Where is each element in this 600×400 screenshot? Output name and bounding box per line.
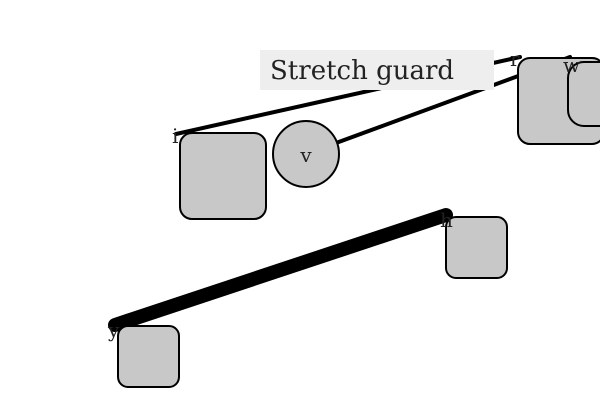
node-r-label: r [510, 47, 520, 71]
diagram-title: Stretch guard [270, 56, 454, 86]
node-h [445, 216, 508, 279]
node-v-label: v [299, 143, 312, 167]
node-i [179, 132, 267, 220]
node-w [567, 61, 600, 127]
node-h-label: h [440, 208, 453, 232]
node-i-label: i [172, 124, 178, 148]
edge-y-h [108, 208, 453, 332]
node-v [272, 120, 340, 188]
node-y-label: y [107, 318, 120, 342]
node-y [117, 325, 180, 388]
node-w-label: w [563, 53, 580, 77]
title-label-bg [260, 50, 494, 90]
